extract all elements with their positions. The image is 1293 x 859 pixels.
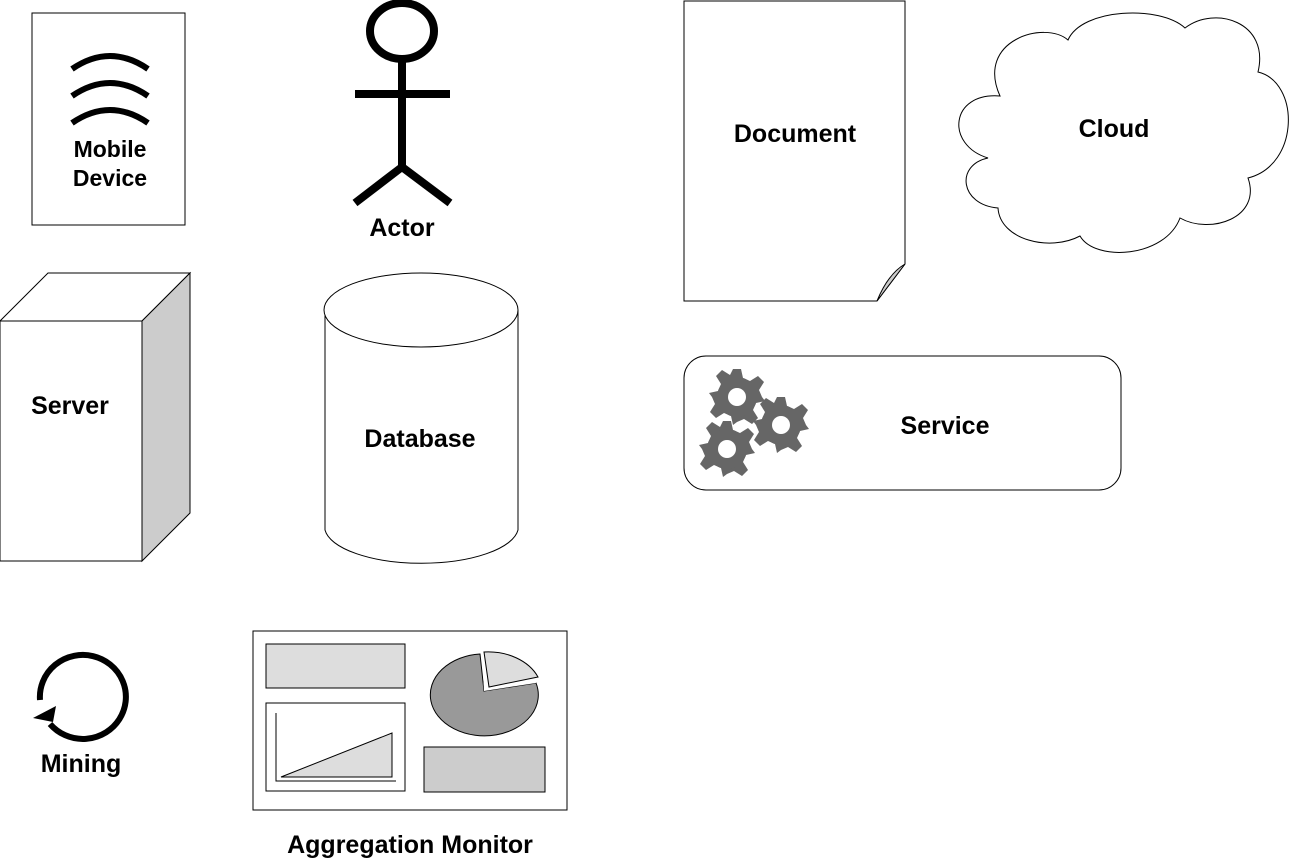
monitor-footer-panel (423, 746, 546, 793)
wireless-signal-icon (70, 53, 150, 126)
database-top (323, 272, 519, 348)
server-label: Server (31, 392, 109, 420)
monitor-header-panel (265, 643, 406, 689)
server-side-face (141, 271, 191, 563)
aggregation-monitor-label: Aggregation Monitor (287, 831, 533, 859)
cloud-shape[interactable]: Cloud (958, 12, 1289, 253)
stick-figure-icon (352, 0, 453, 207)
monitor-area-chart-icon (275, 713, 396, 782)
mining-shape[interactable]: Mining (33, 651, 129, 778)
document-label: Document (734, 120, 857, 148)
server-shape[interactable]: Server (0, 271, 192, 563)
mining-label: Mining (41, 750, 122, 778)
mobile-device-shape[interactable]: Mobile Device (31, 12, 186, 226)
mobile-device-label-line2: Device (73, 165, 147, 191)
actor-shape[interactable]: Actor (352, 0, 453, 242)
aggregation-monitor-shape[interactable]: Aggregation Monitor (252, 630, 568, 859)
cloud-label: Cloud (1079, 115, 1150, 143)
database-shape[interactable]: Database (323, 272, 519, 564)
document-shape[interactable]: Document (683, 0, 906, 302)
monitor-pie-chart-icon (429, 651, 539, 737)
service-shape[interactable]: Service (683, 355, 1122, 491)
document-fold-corner (876, 263, 906, 302)
refresh-cycle-icon (33, 651, 129, 742)
database-label: Database (364, 425, 475, 453)
service-label: Service (901, 412, 990, 440)
mobile-device-label-line1: Mobile (74, 136, 147, 162)
actor-label: Actor (369, 214, 435, 242)
